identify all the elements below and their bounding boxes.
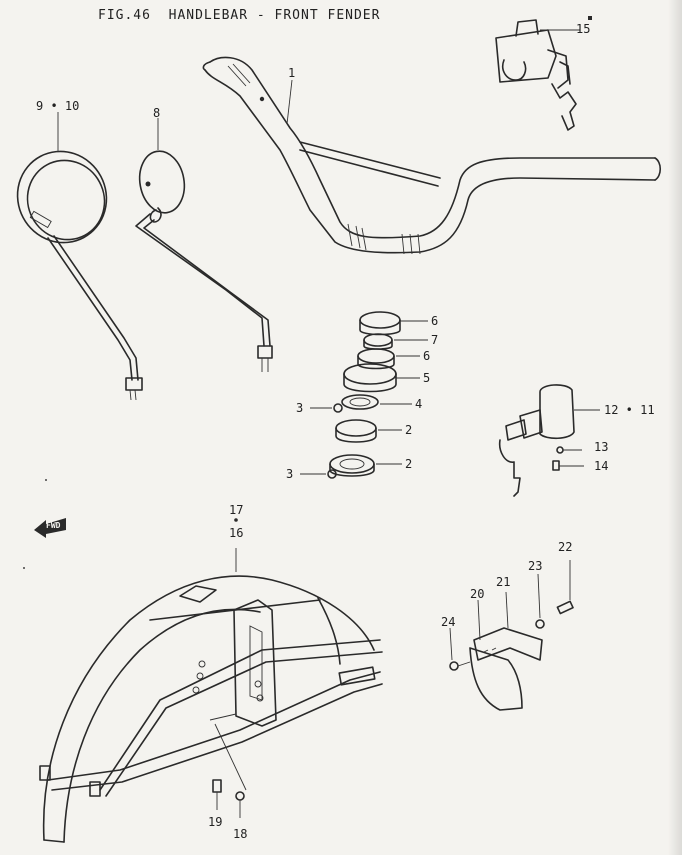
callout-3-top: 3: [296, 401, 304, 415]
callout-16: 16: [229, 526, 244, 540]
callout-1: 1: [288, 66, 296, 80]
callout-12-11: 12 • 11: [604, 403, 655, 417]
callout-20: 20: [470, 587, 485, 601]
callout-4: 4: [415, 397, 423, 411]
front-fender-assembly: [39, 518, 383, 843]
callout-2-top: 2: [405, 423, 413, 437]
callout-19: 19: [208, 815, 223, 829]
callout-9-10: 9 • 10: [36, 99, 80, 113]
callout-14: 14: [594, 459, 609, 473]
reflector-bracket-assembly: [449, 560, 574, 711]
callout-13: 13: [594, 440, 609, 454]
callout-23: 23: [528, 559, 543, 573]
steering-stem-parts: [300, 311, 428, 479]
forward-arrow: [34, 518, 66, 538]
callout-2-bottom: 2: [405, 457, 413, 471]
callout-5: 5: [423, 371, 431, 385]
callout-18: 18: [233, 827, 248, 841]
mirror-left: [16, 112, 143, 401]
callout-7: 7: [431, 333, 439, 347]
figure-title: FIG.46 HANDLEBAR - FRONT FENDER: [98, 8, 381, 23]
scan-edge-shadow: [668, 0, 682, 855]
fwd-label: FWD: [46, 521, 61, 530]
callout-6-top: 6: [431, 314, 439, 328]
mirror-right: [135, 118, 273, 372]
callout-17: 17: [229, 503, 244, 517]
callout-24: 24: [441, 615, 456, 629]
callout-8: 8: [153, 106, 161, 120]
callout-22: 22: [558, 540, 573, 554]
callout-3-bottom: 3: [286, 467, 294, 481]
callout-15: 15: [576, 22, 591, 36]
ignition-switch-assembly: [498, 384, 600, 497]
handlebar: [202, 56, 662, 255]
steering-lock-assembly: [495, 16, 592, 131]
callout-6-bottom: 6: [423, 349, 431, 363]
callout-21: 21: [496, 575, 511, 589]
